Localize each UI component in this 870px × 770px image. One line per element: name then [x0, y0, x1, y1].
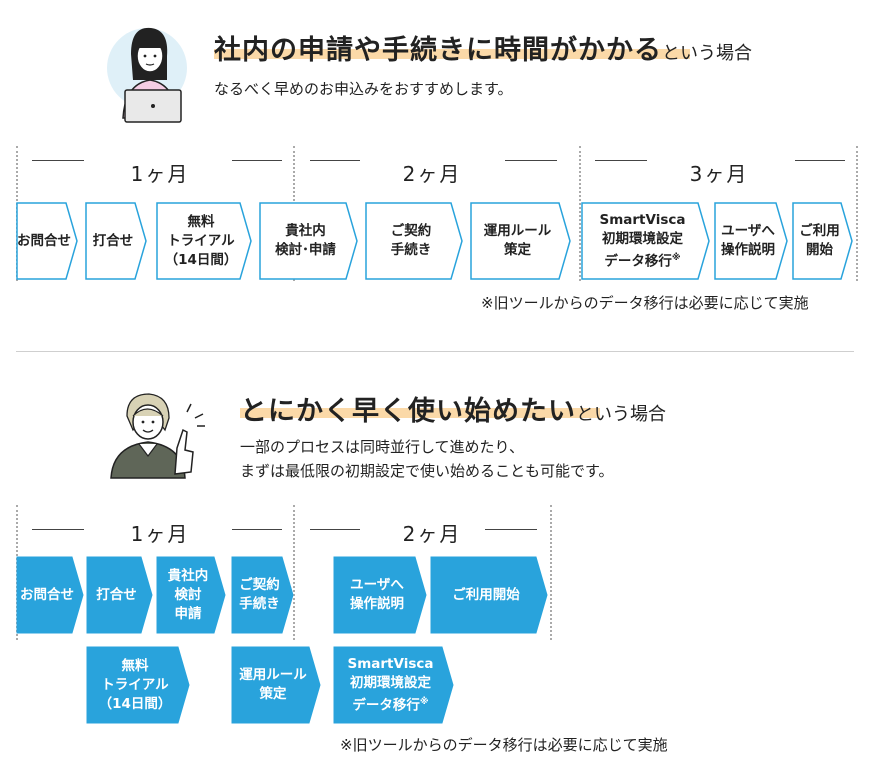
section2-row2-step-2: 運用ルール 策定: [231, 646, 321, 724]
month-rule: [595, 160, 647, 161]
section1-step-3: 無料 トライアル （14日間）: [156, 202, 252, 280]
month-rule: [310, 529, 360, 530]
person-pointing-illustration: [105, 390, 210, 480]
section1-title: 社内の申請や手続きに時間がかかるという場合: [214, 28, 752, 67]
section2-subtitle-line-2: まずは最低限の初期設定で使い始めることも可能です。: [240, 462, 614, 480]
section1-step-1: お問合せ: [16, 202, 78, 280]
section2-row1-step-3-label: 貴社内 検討 申請: [167, 567, 209, 622]
section1-step-5: ご契約 手続き: [365, 202, 463, 280]
section2-row1-step-4: ご契約 手続き: [231, 556, 294, 634]
month-divider: [293, 505, 295, 640]
section1-step-6: 運用ルール 策定: [470, 202, 571, 280]
month-rule: [32, 529, 84, 530]
section1-subtitle: なるべく早めのお申込みをおすすめします。: [214, 80, 513, 98]
section1-step-5-label: ご契約 手続き: [390, 223, 432, 258]
section1-step-8: ユーザへ 操作説明: [714, 202, 788, 280]
section2-row1-step-6: ご利用開始: [430, 556, 548, 634]
section2-row1-step-2-label: 打合せ: [96, 586, 137, 603]
section2-title: とにかく早く使い始めたいという場合: [240, 389, 666, 428]
month-rule: [232, 529, 282, 530]
section1-title-suffix: という場合: [662, 43, 752, 64]
month-rule: [505, 160, 557, 161]
month-rule: [795, 160, 845, 161]
section2-row1-step-1: お問合せ: [16, 556, 84, 634]
title-highlight: [240, 408, 600, 418]
month-rule: [485, 529, 537, 530]
section2-row1-step-1-label: お問合せ: [20, 586, 74, 603]
section1-step-8-label: ユーザへ 操作説明: [721, 223, 775, 258]
section1-step-4: 貴社内 検討･申請: [259, 202, 358, 280]
section1-step-1-label: お問合せ: [17, 232, 71, 249]
section2-row1-step-5: ユーザへ 操作説明: [333, 556, 427, 634]
month-divider: [550, 505, 552, 640]
section1-step-6-label: 運用ルール 策定: [483, 223, 552, 258]
month-label-1: 1ヶ月: [130, 162, 190, 186]
section2-title-main: とにかく早く使い始めたい: [240, 396, 576, 427]
section1-title-main: 社内の申請や手続きに時間がかかる: [214, 35, 662, 66]
section1-step-2: 打合せ: [85, 202, 147, 280]
month-label-3: 3ヶ月: [689, 162, 749, 186]
section2-title-suffix: という場合: [576, 404, 666, 425]
section1-step-7-label: SmartVisca 初期環境設定 データ移行※: [599, 211, 686, 270]
month-divider: [579, 146, 581, 281]
section2-row1-step-5-label: ユーザへ 操作説明: [350, 577, 404, 612]
month-rule: [232, 160, 282, 161]
month-divider: [856, 146, 858, 281]
section1-step-9-label: ご利用 開始: [799, 223, 840, 258]
section2-row2-step-1-label: 無料 トライアル （14日間）: [98, 657, 172, 712]
section2-row2-step-1: 無料 トライアル （14日間）: [86, 646, 190, 724]
person-laptop-illustration: [105, 18, 195, 126]
section1-step-4-label: 貴社内 検討･申請: [275, 223, 336, 258]
title-highlight: [214, 49, 690, 59]
month-rule: [310, 160, 360, 161]
section2-row2-step-3-label: SmartVisca 初期環境設定 データ移行※: [347, 655, 434, 714]
section1-step-3-label: 無料 トライアル （14日間）: [164, 213, 238, 268]
month-label-2: 2ヶ月: [402, 522, 462, 546]
section2-row2-step-2-label: 運用ルール 策定: [239, 667, 307, 702]
month-label-2: 2ヶ月: [402, 162, 462, 186]
section2-row1-step-3: 貴社内 検討 申請: [156, 556, 226, 634]
section1-step-2-label: 打合せ: [92, 232, 134, 249]
section1-step-7: SmartVisca 初期環境設定 データ移行※: [581, 202, 710, 280]
section-separator: [16, 351, 854, 352]
section2-row1-step-6-label: ご利用開始: [452, 586, 520, 603]
month-rule: [32, 160, 84, 161]
section1-note: ※旧ツールからのデータ移行は必要に応じて実施: [481, 294, 809, 312]
section1-step-9: ご利用 開始: [792, 202, 853, 280]
section2-row1-step-2: 打合せ: [86, 556, 153, 634]
month-label-1: 1ヶ月: [130, 522, 190, 546]
section2-note: ※旧ツールからのデータ移行は必要に応じて実施: [340, 736, 668, 754]
section2-row2-step-3: SmartVisca 初期環境設定 データ移行※: [333, 646, 454, 724]
section2-row1-step-4-label: ご契約 手続き: [239, 577, 280, 612]
section2-subtitle-line-1: 一部のプロセスは同時並行して進めたり、: [240, 438, 524, 456]
